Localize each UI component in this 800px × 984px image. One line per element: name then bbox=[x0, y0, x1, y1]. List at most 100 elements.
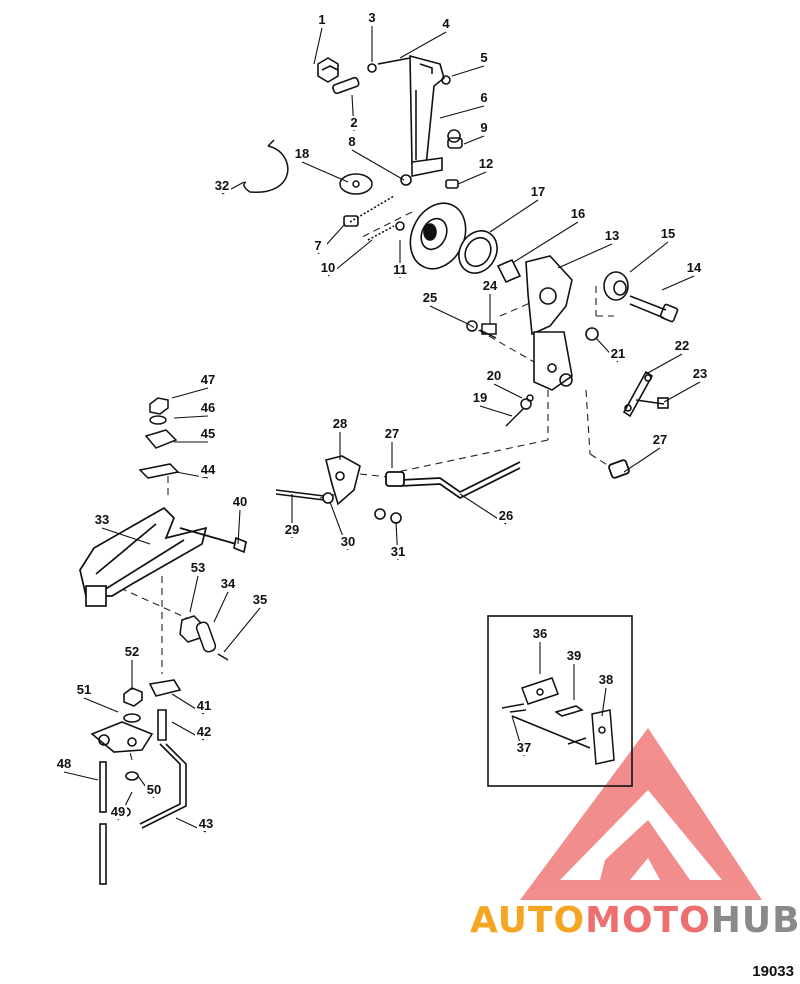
leader-line bbox=[101, 527, 151, 545]
callout-backing bbox=[189, 561, 207, 575]
callout-backing bbox=[659, 227, 677, 241]
callout-label: 19 bbox=[473, 390, 487, 405]
callout-label: 42 bbox=[197, 724, 211, 739]
callout-backing bbox=[199, 427, 217, 441]
callout-backing bbox=[363, 11, 381, 25]
callout-40: 40 bbox=[231, 494, 249, 545]
callout-label: 18 bbox=[295, 146, 309, 161]
callout-backing bbox=[197, 817, 215, 831]
callout-label: 37 bbox=[517, 740, 531, 755]
callout-11: 11 bbox=[391, 240, 409, 278]
callout-label: 27 bbox=[653, 432, 667, 447]
callout-30: 30 bbox=[329, 501, 357, 551]
callout-backing bbox=[195, 725, 213, 739]
callout-48: 48 bbox=[55, 756, 99, 781]
callout-backing bbox=[199, 463, 217, 477]
leader-line bbox=[301, 161, 349, 183]
callout-label: 10 bbox=[321, 260, 335, 275]
callout-label: 52 bbox=[125, 644, 139, 659]
callout-9: 9 bbox=[463, 120, 493, 145]
callout-label: 38 bbox=[599, 672, 613, 687]
callout-backing bbox=[481, 279, 499, 293]
callout-50: 50 bbox=[137, 775, 163, 799]
callout-17: 17 bbox=[489, 184, 547, 233]
callout-49: 49 bbox=[109, 791, 133, 821]
callout-label: 30 bbox=[341, 534, 355, 549]
link-arm-22 bbox=[622, 370, 669, 418]
callout-backing bbox=[651, 433, 669, 447]
callout-label: 35 bbox=[253, 592, 267, 607]
callout-22: 22 bbox=[645, 338, 691, 375]
callout-label: 3 bbox=[368, 10, 375, 25]
callout-label: 36 bbox=[533, 626, 547, 641]
callout-backing bbox=[123, 645, 141, 659]
callout-26: 26 bbox=[459, 493, 515, 525]
watermark-text: AUTOMOTOHUB bbox=[470, 900, 800, 941]
watermark-moto: MOTO bbox=[585, 900, 711, 941]
callout-27: 27 bbox=[383, 426, 401, 468]
callout-backing bbox=[331, 417, 349, 431]
callout-label: 40 bbox=[233, 494, 247, 509]
callout-label: 22 bbox=[675, 338, 689, 353]
leader-line bbox=[189, 575, 199, 613]
callout-24: 24 bbox=[481, 278, 499, 324]
callout-backing bbox=[383, 427, 401, 441]
callout-label: 48 bbox=[57, 756, 71, 771]
callout-label: 50 bbox=[147, 782, 161, 797]
callout-backing bbox=[293, 147, 311, 161]
callout-backing bbox=[471, 391, 489, 405]
leader-line bbox=[513, 221, 579, 263]
callout-backing bbox=[213, 179, 231, 193]
callout-backing bbox=[319, 261, 337, 275]
callout-label: 24 bbox=[483, 278, 498, 293]
callout-backing bbox=[251, 593, 269, 607]
callout-51: 51 bbox=[75, 682, 119, 713]
callout-label: 41 bbox=[197, 698, 211, 713]
callout-backing bbox=[485, 369, 503, 383]
washer-and-ring bbox=[243, 139, 373, 195]
watermark-hub: HUB bbox=[710, 900, 800, 941]
callout-label: 31 bbox=[391, 544, 405, 559]
leader-line bbox=[439, 105, 485, 119]
callout-backing bbox=[145, 783, 163, 797]
callout-13: 13 bbox=[557, 228, 621, 269]
callout-12: 12 bbox=[457, 156, 495, 185]
leader-line bbox=[623, 447, 661, 473]
callout-label: 16 bbox=[571, 206, 585, 221]
callout-label: 39 bbox=[567, 648, 581, 663]
callout-36: 36 bbox=[531, 626, 549, 674]
reference-number: 19033 bbox=[752, 963, 794, 980]
callout-backing bbox=[529, 185, 547, 199]
callout-label: 21 bbox=[611, 346, 625, 361]
callout-38: 38 bbox=[597, 672, 615, 717]
callout-backing bbox=[531, 627, 549, 641]
callout-label: 32 bbox=[215, 178, 229, 193]
leader-line bbox=[663, 381, 701, 403]
watermark-triangle bbox=[520, 728, 762, 900]
callout-label: 4 bbox=[442, 16, 450, 31]
callout-label: 9 bbox=[480, 120, 487, 135]
leader-line bbox=[457, 171, 487, 185]
callout-label: 5 bbox=[480, 50, 487, 65]
callout-backing bbox=[231, 495, 249, 509]
callout-backing bbox=[75, 683, 93, 697]
callout-19: 19 bbox=[471, 390, 513, 417]
callout-backing bbox=[195, 699, 213, 713]
callout-backing bbox=[199, 401, 217, 415]
callout-label: 17 bbox=[531, 184, 545, 199]
callout-backing bbox=[339, 535, 357, 549]
callout-35: 35 bbox=[223, 592, 269, 653]
callout-backing bbox=[345, 116, 363, 130]
callout-backing bbox=[475, 91, 493, 105]
callout-label: 51 bbox=[77, 682, 91, 697]
leader-line bbox=[489, 199, 539, 233]
throttle-rod-26 bbox=[385, 459, 630, 500]
leader-line bbox=[173, 415, 209, 419]
callout-8: 8 bbox=[343, 134, 405, 181]
callout-label: 13 bbox=[605, 228, 619, 243]
inset-box bbox=[487, 615, 633, 787]
callout-32: 32 bbox=[213, 178, 245, 195]
